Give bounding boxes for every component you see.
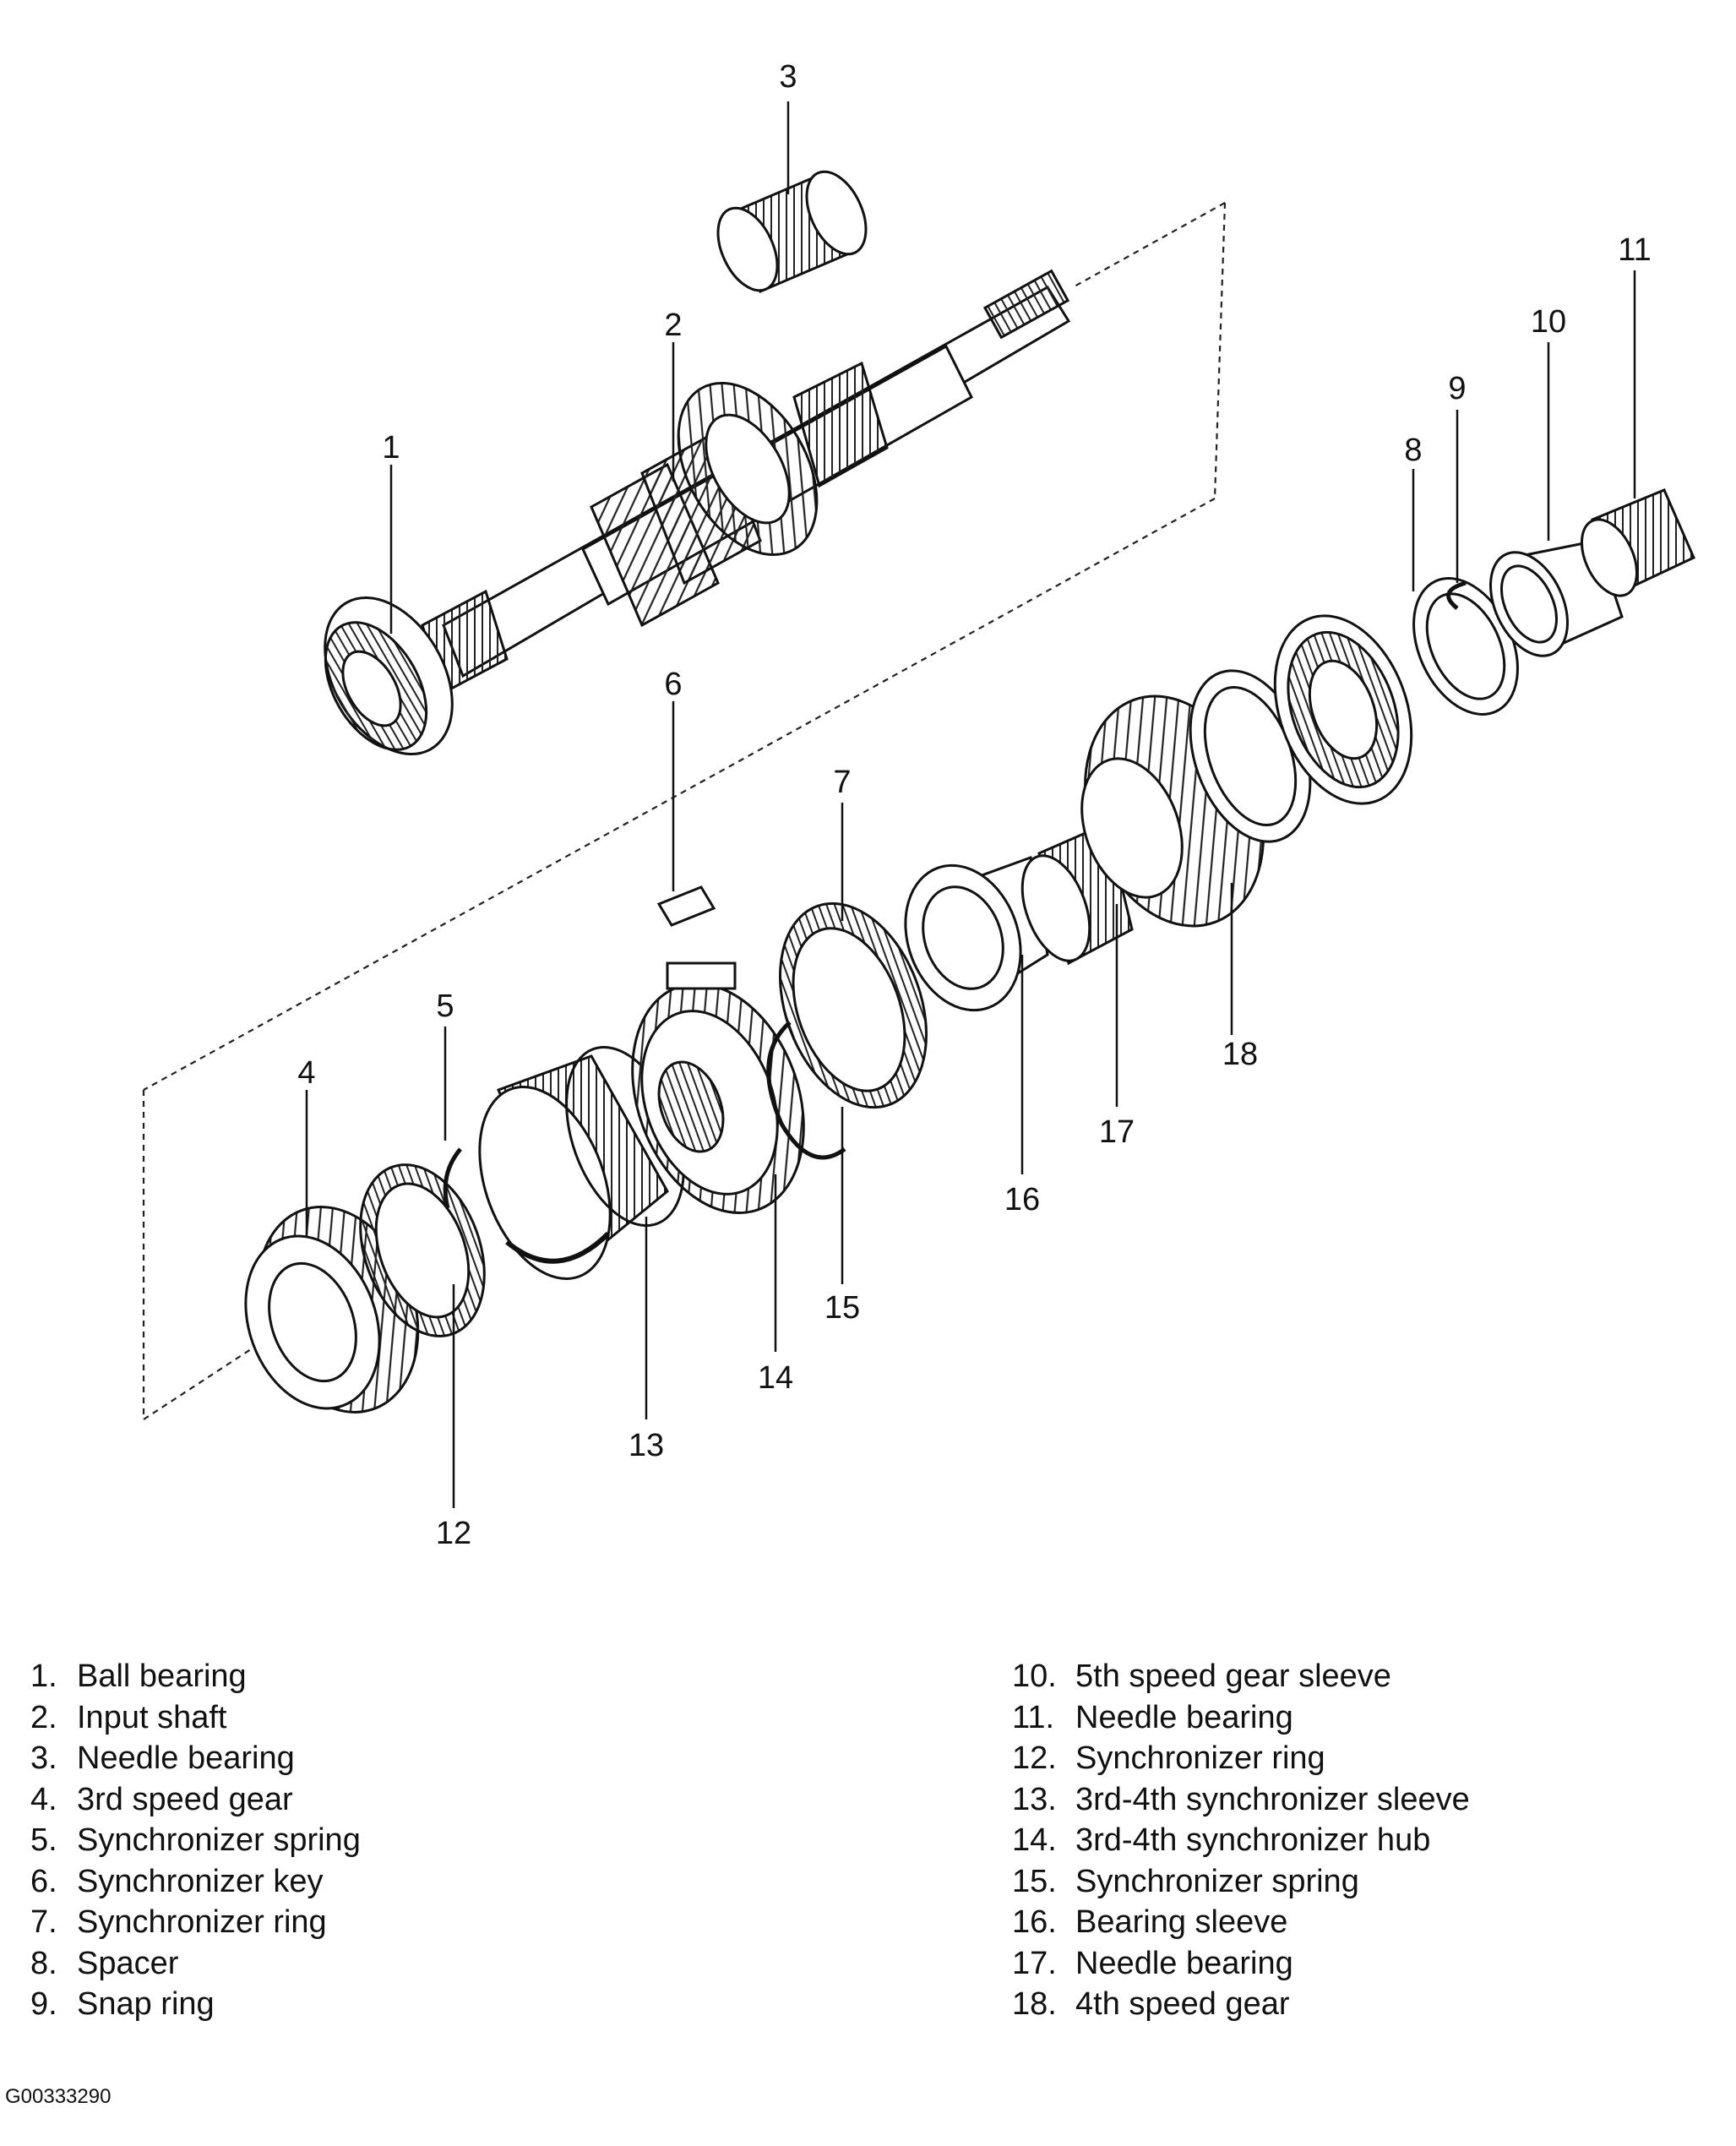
legend-item: 18. 4th speed gear [1012,1984,1470,2025]
callout-6: 6 [664,667,682,702]
legend-number: 8. [30,1945,57,1981]
synchronizer-key-6 [656,885,716,927]
legend-item: 11. Needle bearing [1012,1697,1470,1739]
callout-17: 17 [1099,1114,1135,1150]
legend-number: 17. [1012,1945,1057,1981]
legend-number: 1. [30,1659,57,1694]
bearing-sleeve-16 [904,855,1049,1012]
callout-8: 8 [1404,433,1422,468]
legend-item: 3. Needle bearing [30,1738,361,1779]
assembly-boundary [142,202,1227,1420]
ball-bearing-rear [1273,614,1413,805]
legend-item: 14. 3rd-4th synchronizer hub [1012,1820,1470,1861]
legend-item: 6. Synchronizer key [30,1861,361,1903]
callout-13: 13 [629,1428,664,1463]
legend-label: 3rd speed gear [77,1781,293,1817]
synchronizer-hub-14 [631,961,805,1215]
callout-7: 7 [833,765,851,800]
legend-label: Synchronizer key [77,1863,324,1899]
callout-1: 1 [382,430,400,466]
callout-4: 4 [297,1055,315,1091]
legend-item: 16. Bearing sleeve [1012,1902,1470,1943]
legend-label: Synchronizer spring [77,1822,361,1858]
legend-item: 9. Snap ring [30,1984,361,2025]
legend-label: Bearing sleeve [1075,1904,1288,1940]
legend-label: 4th speed gear [1075,1986,1290,2022]
legend-right: 10. 5th speed gear sleeve 11. Needle beari… [1012,1656,1470,2025]
callout-11: 11 [1618,232,1651,268]
legend-number: 6. [30,1863,57,1899]
legend-item: 13. 3rd-4th synchronizer sleeve [1012,1779,1470,1821]
fifth-gear-sleeve-10 [1489,539,1624,657]
legend-number: 7. [30,1904,57,1940]
callout-15: 15 [824,1290,860,1326]
callout-14: 14 [758,1360,793,1396]
legend-label: Synchronizer ring [77,1904,327,1940]
callout-10: 10 [1531,304,1566,340]
legend-item: 8. Spacer [30,1943,361,1985]
input-shaft [421,269,1071,695]
legend-item: 1. Ball bearing [30,1656,361,1697]
legend-item: 7. Synchronizer ring [30,1902,361,1943]
legend-item: 2. Input shaft [30,1697,361,1739]
needle-bearing-3 [716,170,868,294]
legend-number: 13. [1012,1781,1057,1817]
callout-12: 12 [436,1516,471,1551]
legend-label: Spacer [77,1945,179,1981]
callout-labels: 1 2 3 4 5 6 7 8 9 10 11 12 13 14 15 16 1… [297,59,1651,1551]
legend-label: Needle bearing [1075,1945,1293,1981]
callout-9: 9 [1448,371,1466,406]
synchronizer-sleeve-13 [478,1045,685,1280]
legend-item: 10. 5th speed gear sleeve [1012,1656,1470,1697]
callout-2: 2 [664,308,682,343]
figure-id: G00333290 [5,2085,112,2108]
legend-label: Input shaft [77,1699,227,1735]
exploded-view-diagram: 1 2 3 4 5 6 7 8 9 10 11 12 13 14 15 16 1… [142,59,1695,1551]
legend-number: 3. [30,1740,57,1776]
legend-label: 5th speed gear sleeve [1075,1659,1391,1694]
legend-label: 3rd-4th synchronizer hub [1075,1822,1431,1858]
legend-label: Snap ring [77,1986,215,2022]
legend-number: 15. [1012,1863,1057,1899]
needle-bearing-11 [1581,488,1695,597]
legend-label: Synchronizer ring [1075,1740,1325,1776]
callout-5: 5 [436,989,454,1024]
legend-number: 16. [1012,1904,1057,1940]
snap-ring-9 [1446,580,1467,610]
legend-number: 11. [1012,1699,1055,1735]
leader-lines [305,101,1636,1508]
legend-item: 17. Needle bearing [1012,1943,1470,1985]
legend-item: 12. Synchronizer ring [1012,1738,1470,1779]
legend-label: Needle bearing [1075,1699,1293,1735]
legend-number: 2. [30,1699,57,1735]
legend-number: 9. [30,1986,57,2022]
legend-number: 18. [1012,1986,1057,2022]
legend-item: 15. Synchronizer spring [1012,1861,1470,1903]
legend-number: 10. [1012,1659,1057,1694]
callout-18: 18 [1222,1037,1258,1072]
legend-item: 5. Synchronizer spring [30,1820,361,1861]
legend-number: 14. [1012,1822,1057,1858]
legend-label: 3rd-4th synchronizer sleeve [1075,1781,1470,1817]
callout-3: 3 [779,59,797,95]
legend-label: Synchronizer spring [1075,1863,1359,1899]
legend-label: Needle bearing [77,1740,295,1776]
legend-number: 4. [30,1781,57,1817]
callout-16: 16 [1004,1182,1040,1217]
legend-label: Ball bearing [77,1659,247,1694]
legend-left: 1. Ball bearing 2. Input shaft 3. Needle be… [30,1656,361,2025]
synchronizer-spring-5 [443,1147,462,1209]
legend-number: 5. [30,1822,57,1858]
legend-item: 4. 3rd speed gear [30,1779,361,1821]
synchronizer-spring-15 [766,1021,846,1160]
ball-bearing-1 [324,596,454,755]
legend-number: 12. [1012,1740,1057,1776]
synchronizer-ring-7 [779,901,928,1109]
